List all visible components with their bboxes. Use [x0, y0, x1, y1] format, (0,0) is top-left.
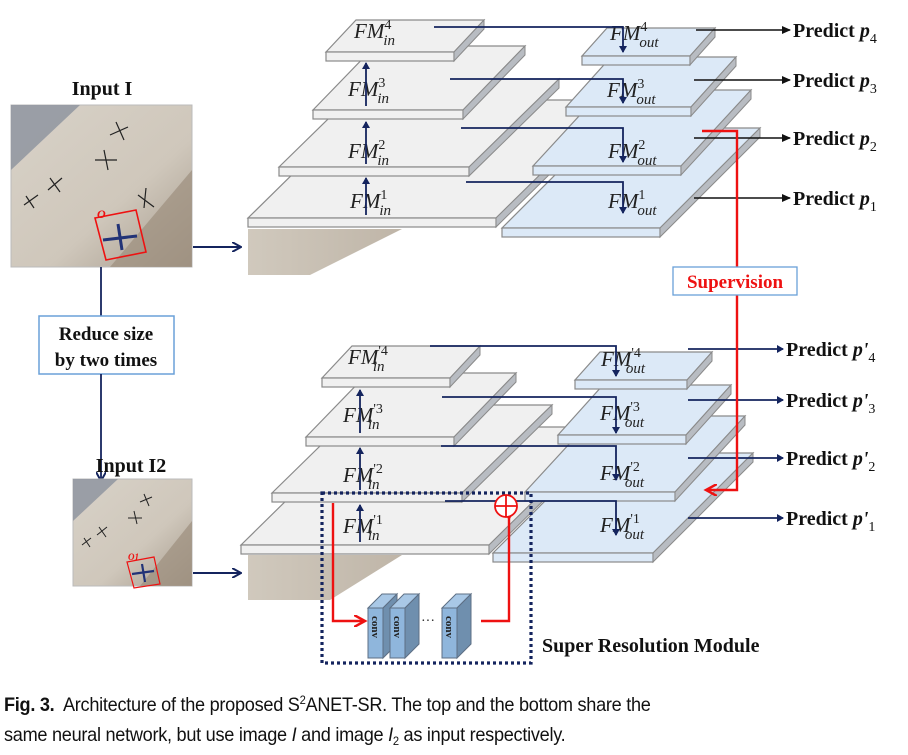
top-predict-label-1: Predict p1 — [793, 188, 877, 215]
supervision-path — [702, 129, 739, 490]
top-fm-out-plane-3 — [564, 55, 738, 118]
conv-block-2: conv — [388, 592, 421, 660]
top-predict-label-4: Predict p4 — [793, 20, 877, 47]
caption-text: same neural network, but use image — [4, 724, 292, 746]
conv-ellipsis: ··· — [421, 614, 435, 629]
sr-output-path — [481, 517, 509, 623]
top-fm-in-plane-4 — [324, 18, 486, 63]
svg-text:Reduce size: Reduce size — [59, 324, 153, 345]
bottom-fm-out-plane-4 — [573, 350, 714, 391]
caption-text: Architecture of the proposed S — [62, 694, 300, 716]
figure-caption: Fig. 3. Architecture of the proposed S2A… — [4, 690, 845, 750]
input-bottom-label: Input I2 — [96, 455, 167, 477]
top-lateral-connection-4 — [434, 26, 627, 53]
conv-blocks: conv conv conv — [366, 592, 473, 660]
sr-input-path — [331, 503, 364, 621]
sr-module-label: Super Resolution Module — [542, 635, 760, 657]
bottom-feature-shadow — [248, 555, 402, 600]
caption-text: as input respectively. — [398, 724, 566, 746]
input-top-label: Input I — [72, 78, 133, 100]
bottom-lateral-connection-2 — [441, 445, 620, 481]
caption-text: and image — [296, 724, 389, 746]
top-predict-label-3: Predict p3 — [793, 70, 877, 97]
top-lateral-connection-1 — [466, 181, 627, 214]
top-lateral-connection-3 — [450, 78, 627, 104]
top-feature-pyramid: FM1inFM2inFM3inFM4inFM1outFM2outFM3outFM… — [246, 18, 877, 275]
super-resolution-module: conv conv conv ··· — [320, 491, 533, 665]
caption-subscript: 2 — [392, 734, 399, 748]
bottom-predict-label-1: Predict p'1 — [786, 508, 875, 535]
bottom-predict-label-3: Predict p'3 — [786, 390, 875, 417]
bottom-predict-label-4: Predict p'4 — [786, 339, 875, 366]
bottom-fm-in-plane-4 — [320, 344, 482, 389]
caption-text: ANET-SR. The top and the bottom share th… — [305, 694, 651, 716]
architecture-diagram: Input I O Reduce size by two times Input… — [10, 18, 877, 665]
caption-variable: I — [388, 724, 393, 746]
top-fm-out-plane-4 — [580, 26, 717, 67]
bottom-predict-label-2: Predict p'2 — [786, 448, 875, 475]
caption-line-1: Fig. 3. Architecture of the proposed S2A… — [4, 690, 845, 720]
caption-variable: I — [291, 724, 297, 746]
caption-superscript: 2 — [299, 693, 306, 707]
top-feature-shadow — [248, 229, 402, 275]
svg-text:O: O — [97, 207, 106, 221]
svg-text:Supervision: Supervision — [687, 272, 784, 293]
bottom-lateral-connection-3 — [442, 396, 620, 434]
supervision-label-box: Supervision — [672, 266, 798, 296]
top-predict-label-2: Predict p2 — [793, 128, 877, 155]
input-image-bottom: O1 — [72, 478, 193, 589]
svg-text:by two times: by two times — [55, 350, 157, 371]
svg-text:O1: O1 — [128, 552, 139, 562]
conv-label: conv — [443, 616, 455, 639]
object-box-top: O — [94, 207, 147, 261]
sum-node-icon — [494, 494, 518, 518]
caption-line-2: same neural network, but use image I and… — [4, 720, 845, 750]
conv-label: conv — [369, 616, 381, 639]
top-lateral-connection-2 — [461, 127, 627, 163]
reduce-size-box: Reduce size by two times — [38, 315, 175, 375]
input-image-top: O — [10, 104, 193, 268]
bottom-lateral-connection-4 — [430, 345, 620, 377]
conv-block-3: conv — [440, 592, 473, 660]
conv-label: conv — [391, 616, 403, 639]
figure-label: Fig. 3. — [4, 694, 55, 716]
